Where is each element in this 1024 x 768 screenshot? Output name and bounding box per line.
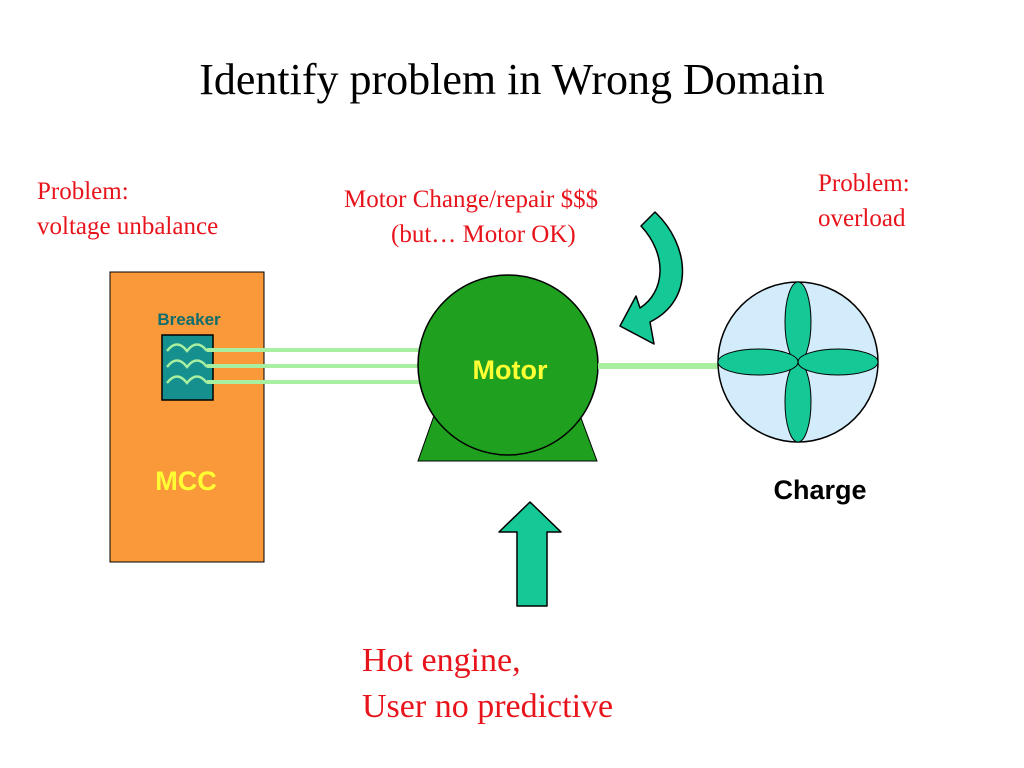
breaker-contact-2 [166, 359, 208, 370]
problem-right-line2: overload [818, 205, 906, 232]
mcc-cabinet [109, 271, 265, 563]
mcc-label: MCC [155, 466, 217, 496]
problem-left-line2: voltage unbalance [37, 213, 219, 240]
fan-blade-top [784, 281, 812, 363]
motor-change-line1: Motor Change/repair $$$ [344, 186, 599, 213]
fan-blade-left [717, 348, 799, 376]
fan-blade-right [797, 348, 879, 376]
breaker-contact-1 [166, 343, 208, 354]
motor-change-note: Motor Change/repair $$$ (but… Motor OK) [344, 182, 704, 252]
slide-title: Identify problem in Wrong Domain [199, 55, 825, 104]
problem-voltage-unbalance: Problem: voltage unbalance [37, 174, 218, 244]
problem-left-line1: Problem: [37, 178, 129, 205]
motor-label: Motor [473, 355, 548, 385]
hot-engine-line2: User no predictive [362, 688, 614, 725]
hot-engine-note: Hot engine, User no predictive [362, 638, 613, 730]
motor-change-line2: (but… Motor OK) [391, 221, 576, 248]
problem-right-line1: Problem: [818, 170, 910, 197]
breaker-contact-3 [166, 375, 208, 386]
breaker-label: Breaker [157, 310, 221, 329]
fan-blade-bottom [784, 361, 812, 443]
curved-arrow [619, 211, 684, 345]
charge-label: Charge [773, 475, 866, 505]
problem-overload: Problem: overload [818, 166, 910, 236]
up-arrow [498, 501, 562, 607]
hot-engine-line1: Hot engine, [362, 642, 521, 679]
